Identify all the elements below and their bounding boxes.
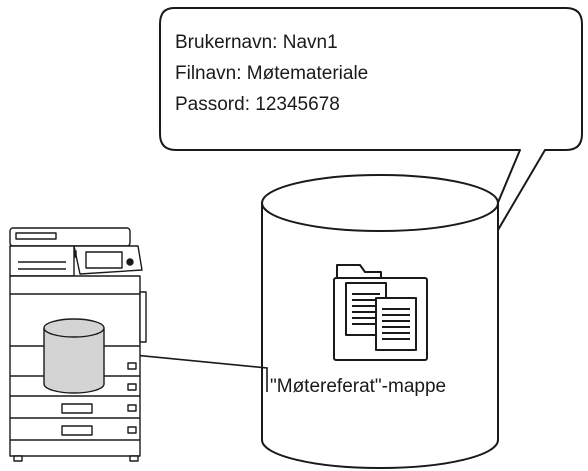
connector-line: [102, 351, 268, 392]
folder-label: "Møtereferat"-mappe: [270, 376, 446, 397]
printer-output-area: [9, 245, 75, 277]
callout-line-filename: Filnavn: Møtemateriale: [175, 63, 368, 84]
multifunction-printer-icon: [9, 227, 147, 462]
callout-line-password: Passord: 12345678: [175, 94, 340, 115]
callout-line-username: Brukernavn: Navn1: [175, 32, 338, 53]
hard-disk-cylinder-icon: [43, 318, 105, 394]
cylinder-top: [261, 174, 499, 232]
document-front: [375, 297, 417, 351]
callout-bubble: Brukernavn: Navn1 Filnavn: Møtemateriale…: [159, 7, 583, 299]
callout-shape: [159, 7, 583, 299]
folder-with-documents-icon: [333, 264, 428, 361]
